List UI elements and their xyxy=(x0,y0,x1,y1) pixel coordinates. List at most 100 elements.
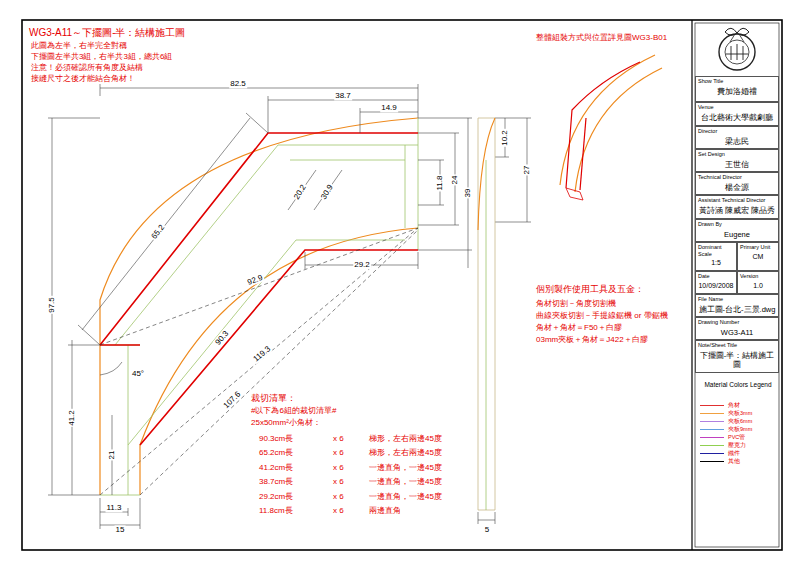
title-block-cell: Date 10/09/2008 xyxy=(695,271,737,294)
note-text: 一邊直角，一邊45度 xyxy=(368,477,443,486)
logo-emblem xyxy=(719,28,755,70)
cell-heading: Drawn By xyxy=(698,221,776,228)
cut-edge-lines xyxy=(100,133,418,445)
note-text: 一邊直角，一邊45度 xyxy=(368,463,443,472)
legend-line-sample xyxy=(700,453,724,454)
timber-members xyxy=(128,240,405,445)
dimension-lines xyxy=(288,170,342,210)
cell-value: 1.0 xyxy=(740,282,776,291)
note-text: 裁切清單： xyxy=(250,393,297,403)
logo-emblem xyxy=(719,34,755,70)
legend-line-sample xyxy=(700,461,724,462)
assembly-sketch xyxy=(566,188,583,200)
cell-heading: File Name xyxy=(698,296,776,303)
cell-value: 王世信 xyxy=(698,160,776,169)
dimension-text: 65.2 xyxy=(149,222,167,242)
dimension-lines xyxy=(68,340,100,495)
cell-heading: Venue xyxy=(698,104,776,111)
title-block-cell: Dominant Scale1:5 xyxy=(695,242,737,271)
assembly-sketch xyxy=(560,55,662,200)
dimension-text: 97.5 xyxy=(47,296,56,314)
cell-value: WG3-A11 xyxy=(698,328,776,337)
dimension-lines xyxy=(48,84,531,529)
note-text: 下擺圖左半共3組，右半共3組，總共6組 xyxy=(30,52,173,61)
dimension-lines xyxy=(495,118,531,222)
legend-text: 夾板3mm xyxy=(728,410,752,416)
cell-heading: Dominant Scale xyxy=(698,244,734,257)
logo-emblem xyxy=(725,28,749,35)
dimension-text: 90.3 xyxy=(213,328,231,347)
sheet-title: WG3-A11～下擺圖-半：結構施工圖 xyxy=(28,27,187,39)
cell-heading: Note/Sheet Title xyxy=(698,342,776,349)
side-view xyxy=(478,118,495,510)
dimension-text: 41.2 xyxy=(67,409,76,427)
legend-line-sample xyxy=(700,429,724,430)
legend-text: 壓克力 xyxy=(728,442,746,448)
title-block-cell: Director梁志民 xyxy=(695,126,779,149)
note-text: 曲線夾板切割－手提線鋸機 or 帶鋸機 xyxy=(535,311,669,320)
dimension-text: 11.8 xyxy=(435,175,444,192)
legend-line-sample xyxy=(700,421,724,422)
note-text: 90.3cm長 xyxy=(258,434,294,443)
cell-value: 費加洛婚禮 xyxy=(698,87,776,96)
dimension-text: 29.2 xyxy=(353,260,371,269)
side-view xyxy=(478,118,495,510)
legend-line-sample xyxy=(700,445,724,446)
note-text: 角材切割－角度切割機 xyxy=(535,299,617,308)
dimension-lines xyxy=(418,160,444,205)
title-block-cell: Primary UnitCM xyxy=(737,242,779,271)
note-text: 38.7cm長 xyxy=(258,477,294,486)
note-text: 65.2cm長 xyxy=(258,448,294,457)
logo-emblem xyxy=(726,44,748,60)
dimension-text: 21 xyxy=(107,450,116,461)
cell-value: Eugene xyxy=(698,230,776,239)
cell-value: 黃詩涵 陳威宏 陳品秀 xyxy=(698,206,776,215)
dimension-lines xyxy=(305,252,418,269)
note-text: 梯形，左右兩邊45度 xyxy=(368,434,443,443)
cell-heading: Version xyxy=(740,273,776,280)
note-text: 個別製作使用工具及五金： xyxy=(535,284,645,294)
cell-heading: Assistant Technical Director xyxy=(698,197,776,204)
assembly-sketch xyxy=(575,68,662,192)
title-block-cell: Venue台北藝術大學戲劇廳 xyxy=(695,102,779,126)
side-view xyxy=(478,118,495,230)
note-text: x 6 xyxy=(332,448,345,457)
dimension-lines xyxy=(100,362,122,375)
note-text: x 6 xyxy=(332,463,345,472)
legend-text: 其他 xyxy=(728,458,740,464)
note-text: 此圖為左半，右半完全對稱 xyxy=(30,41,128,50)
note-text: 25x50mm²小角材： xyxy=(250,418,322,427)
cell-value: 10/09/2008 xyxy=(698,282,734,291)
dimension-text: 45° xyxy=(131,369,145,378)
note-text: 角材＋角材＝F50＋白膠 xyxy=(535,323,623,332)
title-block-cell: Show Title費加洛婚禮 xyxy=(695,76,779,102)
sheet-frame xyxy=(691,20,692,550)
cell-value: 下擺圖-半：結構施工圖 xyxy=(698,351,776,370)
legend-text: 鐵件 xyxy=(728,450,740,456)
dimension-text: 5 xyxy=(484,525,490,534)
note-text: x 6 xyxy=(332,492,345,501)
note-text: 注意！必須確認所有角度及結構 xyxy=(30,63,144,72)
assembly-sketch xyxy=(566,62,640,188)
dimension-text: 82.5 xyxy=(229,79,247,88)
assembly-sketch xyxy=(580,118,586,190)
note-text: 梯形，左右兩邊45度 xyxy=(368,448,443,457)
dimension-text: 20.2 xyxy=(291,182,308,202)
cell-heading: Date xyxy=(698,273,734,280)
legend-heading: Material Colors Legend xyxy=(698,381,778,388)
cut-edge-lines xyxy=(100,133,418,345)
note-text: 整體組裝方式與位置詳見圖WG3-B01 xyxy=(535,33,668,42)
legend-line-sample xyxy=(700,437,724,438)
title-block-cell: Set Design王世信 xyxy=(695,149,779,172)
note-text: 一邊直角，一邊45度 xyxy=(368,492,443,501)
note-text: #以下為6組的裁切清單# xyxy=(250,406,337,415)
note-text: 41.2cm長 xyxy=(258,463,294,472)
side-view xyxy=(486,160,487,510)
title-block-cell: Note/Sheet Title 下擺圖-半：結構施工圖 xyxy=(695,340,779,373)
dimension-lines xyxy=(100,498,140,529)
dimension-lines xyxy=(268,96,418,133)
note-text: 03mm夾板＋角材＝J422＋白膠 xyxy=(535,335,649,344)
cell-value: 梁志民 xyxy=(698,137,776,146)
legend-line-sample xyxy=(700,413,724,414)
dimension-text: 38.7 xyxy=(334,91,352,100)
